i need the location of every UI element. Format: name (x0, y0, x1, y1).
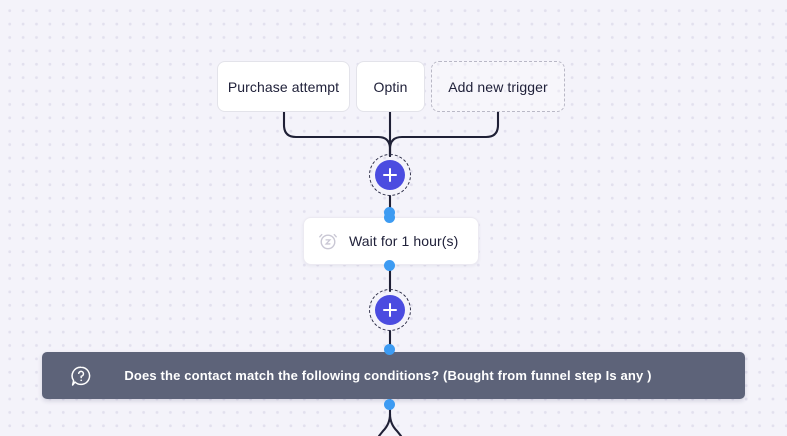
add-step-button-top[interactable] (369, 154, 411, 196)
condition-step-node[interactable]: Does the contact match the following con… (42, 352, 745, 399)
plus-icon[interactable] (375, 295, 405, 325)
snooze-clock-icon (317, 230, 339, 252)
add-new-trigger-label: Add new trigger (448, 78, 548, 95)
wait-step-label: Wait for 1 hour(s) (349, 233, 459, 249)
question-bubble-icon (69, 364, 93, 388)
trigger-label: Purchase attempt (227, 78, 340, 95)
add-new-trigger-button[interactable]: Add new trigger (431, 61, 565, 112)
wire-addtrigger-to-plus (388, 110, 500, 158)
plus-icon[interactable] (375, 160, 405, 190)
connector-dot-wait-out[interactable] (384, 260, 395, 271)
connector-dot-condition-out[interactable] (384, 399, 395, 410)
wire-branch-right (388, 412, 403, 436)
trigger-node-optin[interactable]: Optin (356, 61, 425, 112)
wait-step-node[interactable]: Wait for 1 hour(s) (303, 217, 479, 265)
wire-branch-left (377, 412, 392, 436)
connector-dot-condition-in[interactable] (384, 344, 395, 355)
wire-purchase-to-plus (282, 110, 392, 158)
add-step-button-middle[interactable] (369, 289, 411, 331)
trigger-label: Optin (373, 78, 408, 95)
trigger-node-purchase-attempt[interactable]: Purchase attempt (217, 61, 350, 112)
connector-dot-wait-in[interactable] (384, 212, 395, 223)
condition-step-label: Does the contact match the following con… (124, 368, 652, 383)
